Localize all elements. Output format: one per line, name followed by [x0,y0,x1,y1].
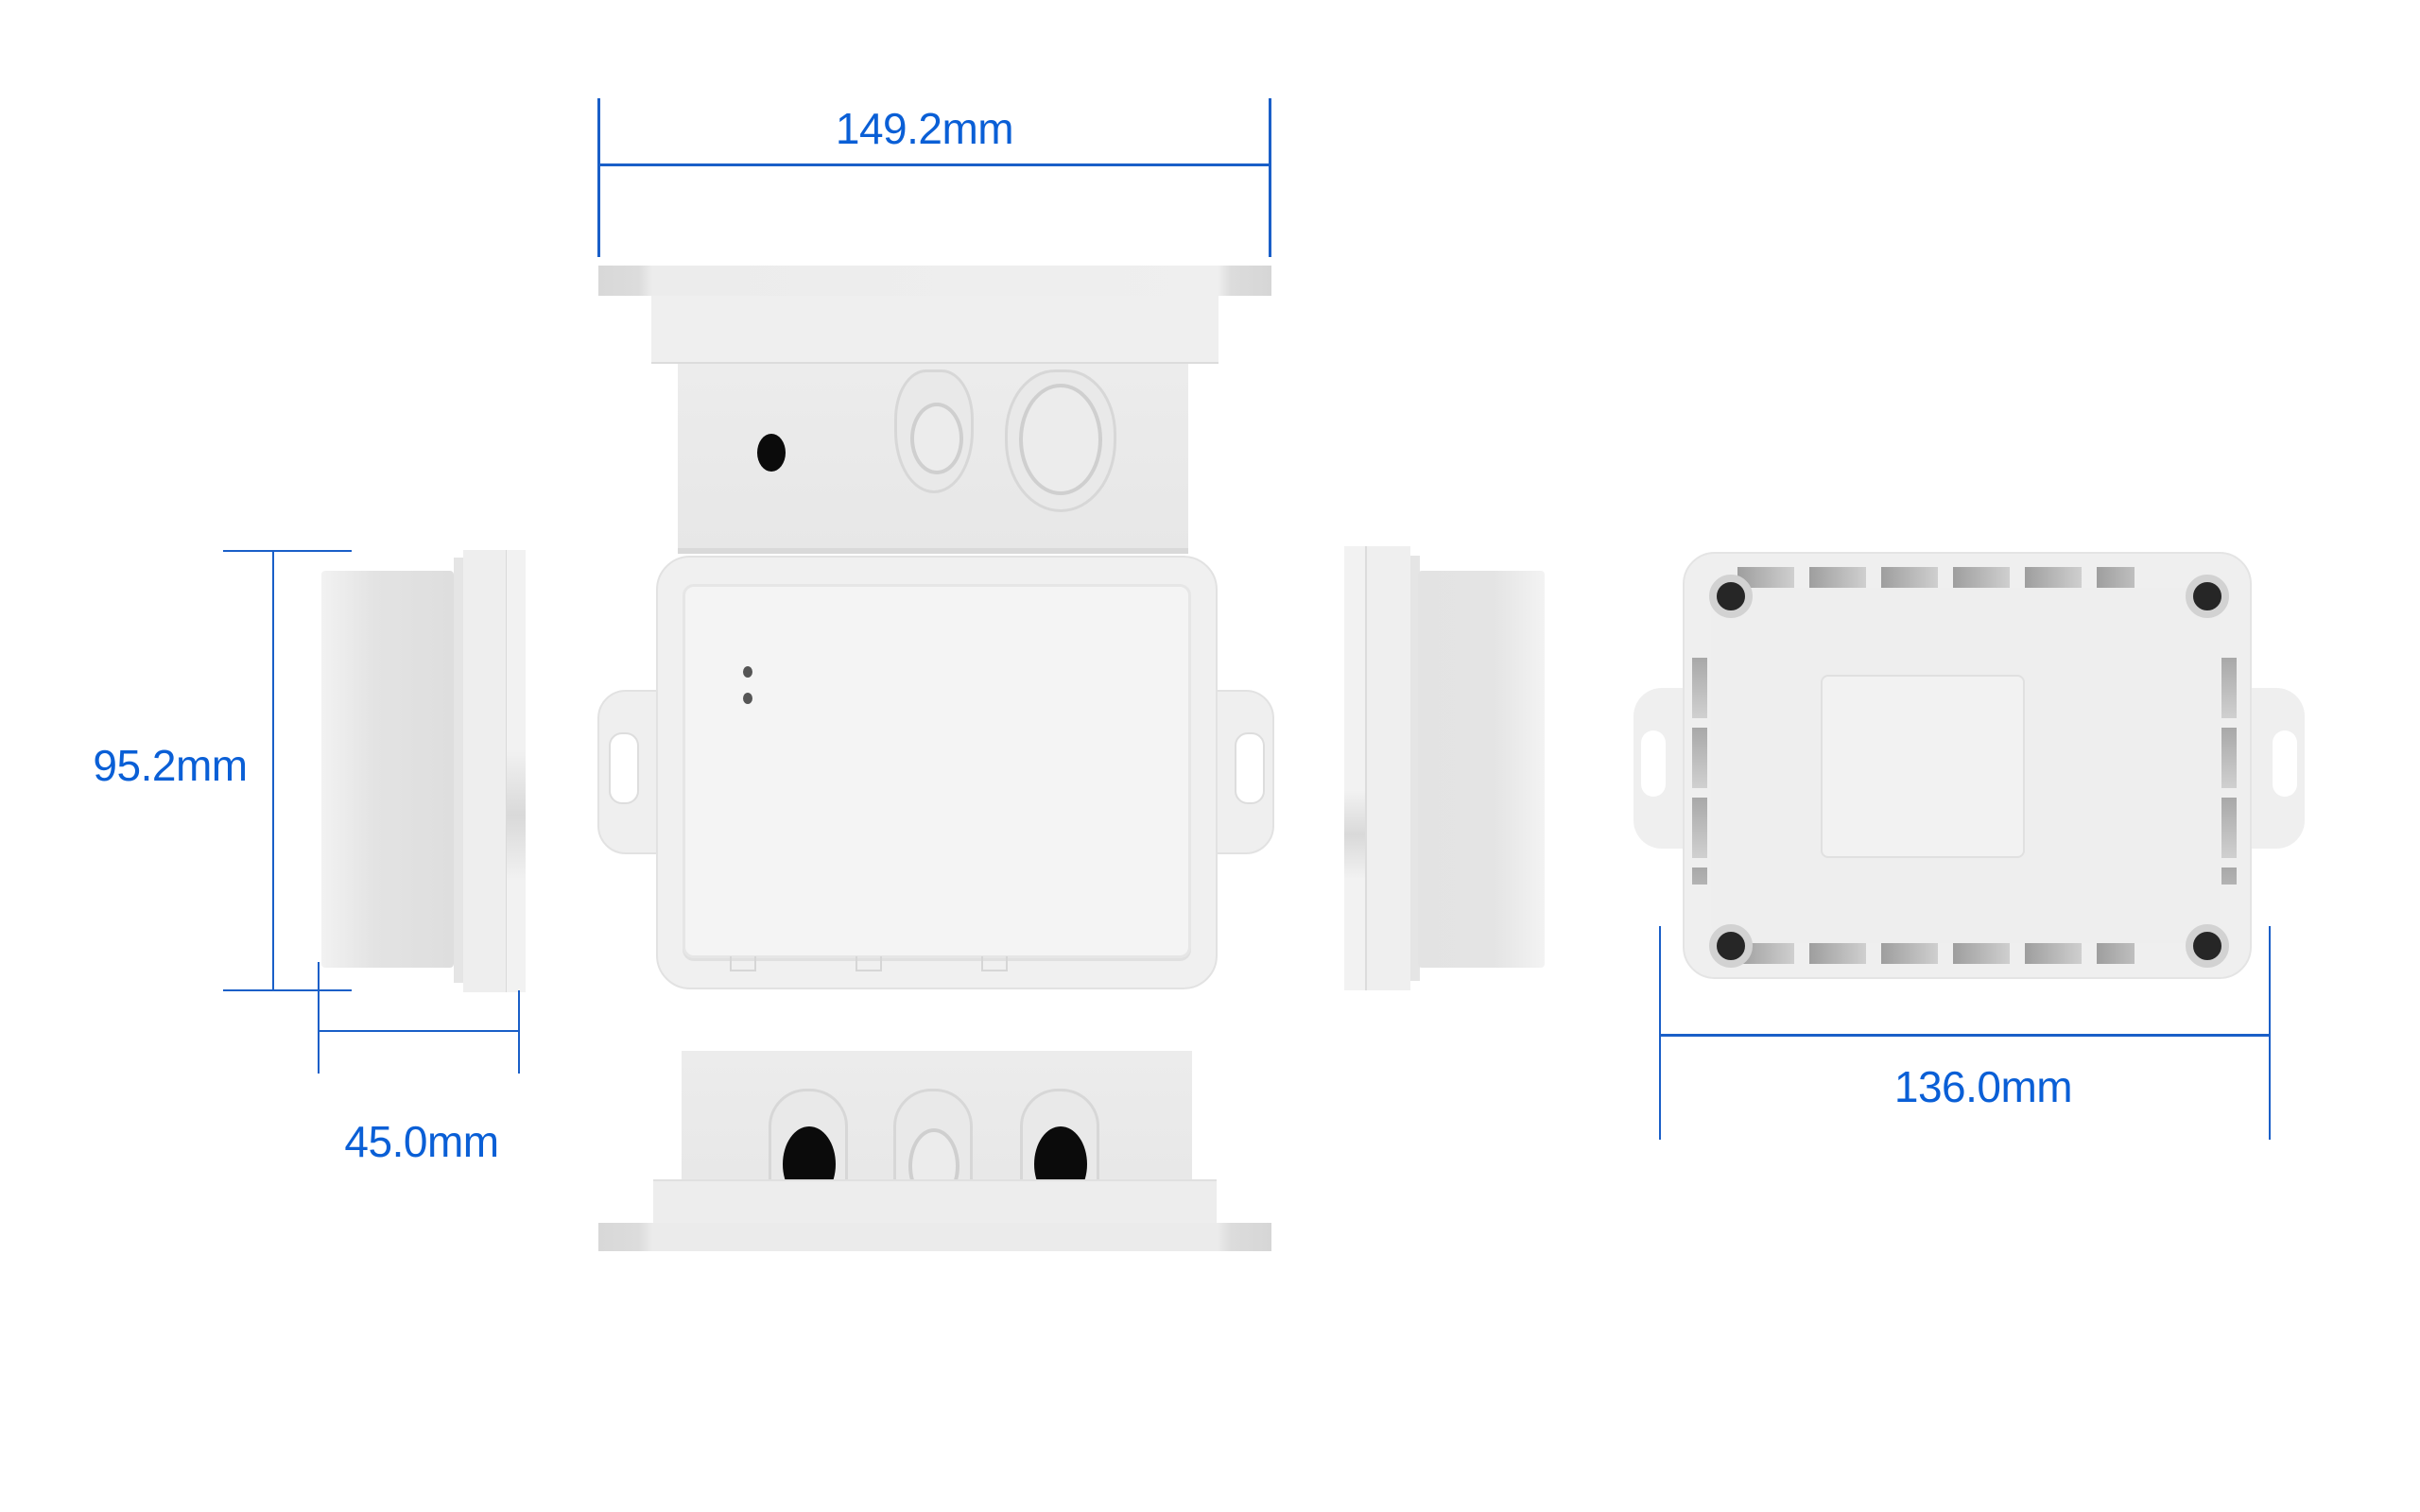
right-side-body [1418,571,1545,968]
front-clip-1 [730,956,756,971]
right-side-lid [1410,556,1420,981]
right-side-flange [1344,546,1367,990]
dim-depth-tick-left [318,962,320,1074]
top-view-lid [651,296,1219,364]
front-view [597,548,1274,992]
back-rib-top [1737,567,2135,588]
bottom-view [598,1051,1271,1251]
top-view-gland-small-cap [910,403,963,474]
led-indicator-2-icon [743,693,752,704]
bottom-view-lid [653,1179,1217,1227]
left-side-flange [507,550,526,992]
top-view-gland-large-cap [1019,384,1102,495]
right-side-view [1342,546,1547,990]
screw-hole-top-right-icon [2186,575,2229,618]
dim-height-tick-top [223,550,352,552]
front-clip-2 [856,956,882,971]
dim-width-tick-left [597,98,600,257]
dim-mount-tick-left [1659,926,1661,1140]
back-keyhole-left-icon [1641,730,1666,797]
right-side-frame [1367,546,1410,990]
dim-depth-tick-right [518,990,520,1074]
dim-width-line [597,163,1271,166]
left-side-view [320,550,526,992]
screw-hole-top-left-icon [1709,575,1753,618]
top-view [598,266,1271,554]
dim-mount-tick-right [2269,926,2271,1140]
dim-mount-label: 136.0mm [1893,1062,2073,1111]
left-side-lid [454,558,463,983]
top-view-vent-hole [757,434,786,472]
back-label-recess [1821,675,2025,858]
dim-height-label: 95.2mm [93,741,248,790]
dim-height-tick-bottom [223,989,352,991]
back-rib-left [1692,658,1707,885]
top-view-flange [598,266,1271,296]
dim-width-tick-right [1269,98,1271,257]
front-view-lid [683,584,1191,958]
dim-mount-line [1659,1034,2271,1037]
back-view [1634,546,2305,981]
back-keyhole-right-icon [2273,730,2297,797]
dim-width-label: 149.2mm [835,104,1014,153]
dim-height-line [272,550,274,991]
dim-depth-label: 45.0mm [344,1117,499,1166]
bottom-view-flange [598,1223,1271,1251]
keyhole-slot-right-icon [1235,732,1265,804]
screw-hole-bottom-left-icon [1709,924,1753,968]
dim-depth-line [318,1030,520,1032]
keyhole-slot-left-icon [609,732,639,804]
back-rib-right [2221,658,2237,885]
front-clip-3 [981,956,1008,971]
led-indicator-1-icon [743,666,752,678]
left-side-frame [463,550,508,992]
back-rib-bottom [1737,943,2135,964]
left-side-body [321,571,454,968]
screw-hole-bottom-right-icon [2186,924,2229,968]
